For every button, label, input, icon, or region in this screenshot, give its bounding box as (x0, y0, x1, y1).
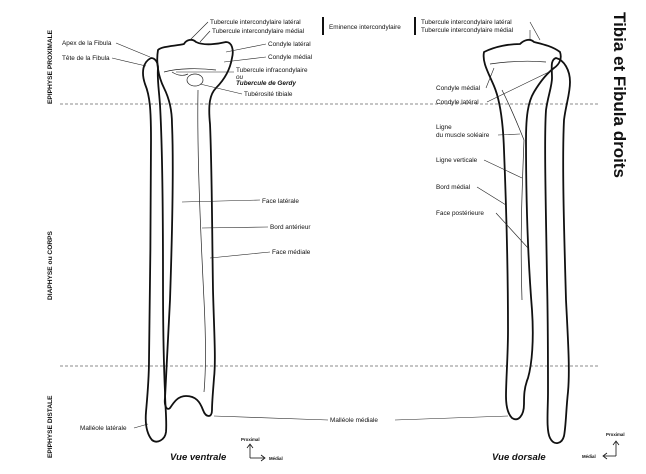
ventral-orient-proximal: Proximal (241, 437, 260, 442)
v-label-gerdy: Tubercule de Gerdy (236, 80, 296, 87)
d-label-condyle-medial: Condyle médial (436, 85, 480, 92)
d-leader-bord-med (476, 186, 507, 206)
v-label-face-laterale: Face latérale (262, 198, 299, 205)
v-label-face-mediale: Face médiale (272, 249, 311, 256)
zone-label-diaphyse: DIAPHYSE ou CORPS (47, 231, 54, 300)
dorsal-orient-proximal: Proximal (606, 432, 625, 437)
d-label-bord-medial: Bord médial (436, 184, 470, 191)
v-label-ou: ou (236, 74, 244, 81)
dorsal-tibia (482, 38, 562, 421)
ventral-view: Tubercule intercondylaire latéral Tuberc… (62, 17, 509, 463)
ventral-orientation-widget: Proximal Médial (241, 437, 283, 462)
v-label-tuberosite: Tubérosité tibiale (244, 91, 293, 98)
d-leader-soleaire (497, 133, 521, 136)
ventral-fibula (142, 57, 168, 443)
v-leader-mall-med (213, 415, 329, 421)
d-leader-mall-med (394, 415, 509, 421)
dorsal-orient-medial: Médial (582, 454, 596, 459)
v-leader-face-med (209, 251, 271, 259)
figure-title: Tibia et Fibula droits (610, 12, 629, 178)
ventral-tibia (156, 38, 234, 417)
v-label-malleole-laterale: Malléole latérale (80, 425, 127, 432)
zone-label-proximal: EPIPHYSE PROXIMALE (47, 29, 54, 104)
d-leader-cond-med (485, 67, 495, 89)
v-label-apex-fibula: Apex de la Fibula (62, 40, 112, 47)
ventral-view-label: Vue ventrale (170, 452, 227, 463)
v-leader-bord-ant (201, 226, 269, 229)
v-leader-tub-med (199, 30, 211, 43)
d-label-condyle-lateral: Condyle latéral (436, 99, 479, 106)
ventral-plateau-line (163, 68, 217, 73)
d-leader-cond-lat (486, 69, 554, 103)
d-label-muscle-soleaire: du muscle soléaire (436, 132, 490, 139)
ventral-anterior-crest-line (197, 89, 206, 393)
dorsal-view-label: Vue dorsale (492, 452, 546, 463)
v-label-condyle-lateral: Condyle latéral (268, 41, 311, 48)
label-malleole-mediale: Malléole médiale (330, 417, 378, 424)
label-eminence: Eminence intercondylaire (329, 24, 401, 31)
v-leader-face-lat (181, 199, 261, 203)
d-label-face-posterieure: Face postérieure (436, 210, 484, 217)
v-label-condyle-medial: Condyle médial (268, 54, 312, 61)
dorsal-soleal-line (501, 89, 525, 141)
v-label-tubercule-medial: Tubercule intercondylaire médial (212, 28, 304, 35)
v-leader-tuberosite (199, 83, 243, 95)
ventral-condyle-mark (171, 71, 189, 76)
d-leader-tub-lat (529, 21, 541, 41)
v-leader-cond-lat (225, 43, 267, 53)
v-leader-tete (111, 57, 147, 67)
d-label-tubercule-medial: Tubercule intercondylaire médial (421, 27, 513, 34)
bracket-right (414, 17, 416, 35)
dorsal-fibula (544, 57, 571, 444)
dorsal-orientation-widget: Proximal Médial (582, 432, 625, 460)
dorsal-vertical-line (520, 139, 525, 301)
v-label-infracondylaire: Tubercule infracondylaire (236, 67, 308, 74)
v-leader-mall-lat (133, 423, 149, 429)
ventral-orient-medial: Médial (269, 456, 283, 461)
v-label-bord-anterieur: Bord antérieur (270, 224, 311, 231)
zone-label-distal: EPIPHYSE DISTALE (47, 395, 54, 458)
d-leader-ligne-vert (483, 159, 523, 179)
v-leader-cond-med (223, 56, 267, 63)
v-leader-apex (115, 42, 151, 58)
ventral-tuberosity-mark (186, 73, 204, 87)
dorsal-plateau-line (489, 60, 547, 65)
v-label-tete-fibula: Tête de la Fibula (62, 55, 110, 62)
v-label-tubercule-lateral: Tubercule intercondylaire latéral (210, 19, 301, 26)
d-label-tubercule-lateral: Tubercule intercondylaire latéral (421, 19, 512, 26)
d-leader-face-post (495, 212, 529, 249)
d-label-ligne: Ligne (436, 124, 452, 131)
dorsal-view: Tubercule intercondylaire latéral Tuberc… (421, 19, 625, 463)
v-leader-tub-lat (189, 21, 209, 41)
bracket-left (322, 17, 324, 35)
d-label-ligne-verticale: Ligne verticale (436, 157, 478, 164)
